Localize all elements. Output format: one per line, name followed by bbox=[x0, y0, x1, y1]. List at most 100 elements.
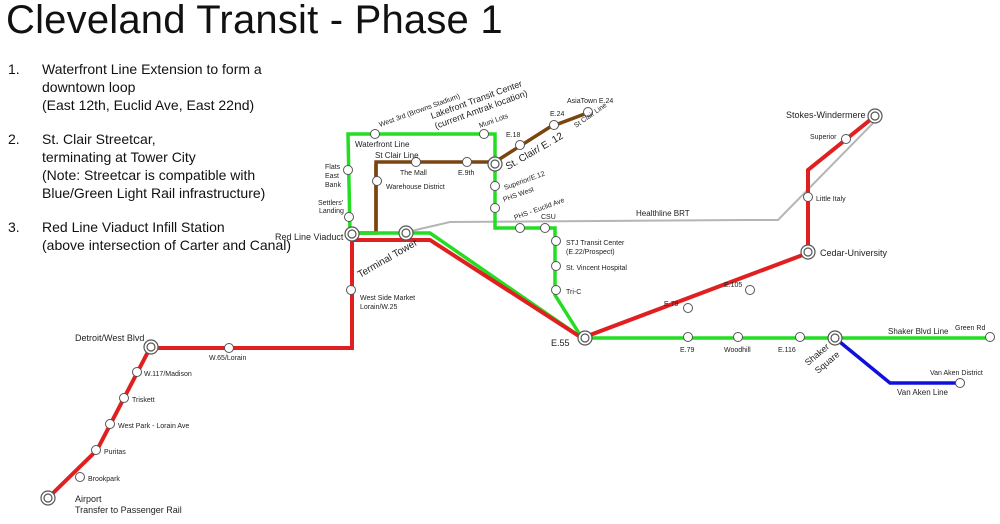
station-label: Airport bbox=[75, 494, 102, 504]
station-label: STJ Transit Center bbox=[566, 240, 625, 247]
station-label: Cedar-University bbox=[820, 248, 888, 258]
transfer-station bbox=[344, 226, 360, 242]
station-label: E.105 bbox=[724, 282, 742, 289]
station-label: Van Aken District bbox=[930, 370, 983, 377]
station-label: (E.22/Prospect) bbox=[566, 249, 615, 256]
note-number: 3. bbox=[8, 219, 20, 235]
station-label: Terminal Tower bbox=[356, 237, 420, 280]
station-label: Triskett bbox=[132, 397, 155, 404]
station-marker bbox=[490, 181, 500, 191]
blue-line-route bbox=[833, 336, 960, 385]
station-marker bbox=[346, 285, 356, 295]
healthline-route bbox=[406, 115, 881, 233]
note-item: 2. St. Clair Streetcar, terminating at T… bbox=[8, 130, 318, 202]
station-label: Green Rd bbox=[955, 325, 985, 332]
station-marker bbox=[119, 393, 129, 403]
station-label: Woodhill bbox=[724, 347, 751, 354]
transfer-station bbox=[398, 225, 414, 241]
station-label: Muni Lots bbox=[478, 113, 509, 130]
station-marker bbox=[372, 176, 382, 186]
station-label: E.18 bbox=[506, 132, 521, 139]
station-label: E.79 bbox=[680, 347, 695, 354]
station-label: CSU bbox=[541, 214, 556, 221]
station-label: W.65/Lorain bbox=[209, 355, 246, 362]
station-marker bbox=[955, 378, 965, 388]
station-label: Transfer to Passenger Rail bbox=[75, 505, 182, 515]
transfer-station bbox=[487, 156, 503, 172]
station-label: The Mall bbox=[400, 170, 427, 177]
note-number: 1. bbox=[8, 61, 20, 77]
station-label: Red Line Viaduct bbox=[275, 232, 344, 242]
station-label: Little Italy bbox=[816, 196, 846, 203]
station-label: Detroit/West Blvd bbox=[75, 333, 144, 343]
van-aken-line-label: Van Aken Line bbox=[897, 388, 949, 397]
note-text: Waterfront Line Extension to form a down… bbox=[42, 61, 262, 113]
station-marker bbox=[490, 203, 500, 213]
note-number: 2. bbox=[8, 131, 20, 147]
waterfront-line-label: Waterfront Line bbox=[355, 140, 410, 149]
station-label: Puritas bbox=[104, 449, 126, 456]
station-marker bbox=[841, 134, 851, 144]
station-marker bbox=[411, 157, 421, 167]
station-marker bbox=[683, 332, 693, 342]
station-marker bbox=[462, 157, 472, 167]
map-title: Cleveland Transit - Phase 1 bbox=[6, 0, 503, 42]
station-label: West Side Market bbox=[360, 295, 415, 302]
transfer-station bbox=[577, 330, 593, 346]
transfer-station bbox=[867, 108, 883, 124]
note-item: 3. Red Line Viaduct Infill Station (abov… bbox=[8, 218, 318, 254]
station-marker bbox=[540, 223, 550, 233]
station-marker bbox=[551, 236, 561, 246]
transfer-stations bbox=[40, 108, 883, 506]
notes-list: 1. Waterfront Line Extension to form a d… bbox=[8, 60, 318, 270]
station-marker bbox=[515, 140, 525, 150]
station-marker bbox=[370, 129, 380, 139]
healthline-label: Healthline BRT bbox=[636, 209, 690, 218]
station-label: Tri-C bbox=[566, 289, 581, 296]
station-markers bbox=[75, 107, 995, 482]
station-label: PHS - Euclid Ave bbox=[513, 197, 565, 222]
station-marker bbox=[795, 332, 805, 342]
station-marker bbox=[224, 343, 234, 353]
station-marker bbox=[344, 212, 354, 222]
station-label: Brookpark bbox=[88, 476, 120, 483]
station-marker bbox=[549, 120, 559, 130]
station-label: Warehouse District bbox=[386, 184, 445, 191]
station-marker bbox=[745, 285, 755, 295]
station-marker bbox=[75, 472, 85, 482]
note-item: 1. Waterfront Line Extension to form a d… bbox=[8, 60, 318, 114]
station-label: E.24 bbox=[550, 111, 565, 118]
station-label: Lorain/W.25 bbox=[360, 304, 397, 311]
station-label: E.79 bbox=[664, 301, 679, 308]
station-marker bbox=[105, 419, 115, 429]
station-marker bbox=[479, 129, 489, 139]
station-label: Bank bbox=[325, 182, 341, 189]
station-label: Stokes-Windermere bbox=[786, 110, 866, 120]
station-marker bbox=[132, 367, 142, 377]
station-marker bbox=[803, 192, 813, 202]
station-label: Superior bbox=[810, 134, 837, 141]
note-text: Red Line Viaduct Infill Station (above i… bbox=[42, 219, 292, 253]
transfer-station bbox=[827, 330, 843, 346]
transfer-station bbox=[40, 490, 56, 506]
station-label: Settlers' bbox=[318, 200, 343, 207]
station-marker bbox=[583, 107, 593, 117]
station-label: AsiaTown E.24 bbox=[567, 98, 613, 105]
station-marker bbox=[515, 223, 525, 233]
station-label: E.116 bbox=[778, 347, 796, 354]
station-label: East bbox=[325, 173, 339, 180]
transfer-station bbox=[143, 339, 159, 355]
station-marker bbox=[683, 303, 693, 313]
station-labels: Airport Transfer to Passenger Rail Brook… bbox=[75, 78, 985, 515]
station-label: E.9th bbox=[458, 170, 474, 177]
station-label: Landing bbox=[319, 208, 344, 215]
transfer-station bbox=[800, 244, 816, 260]
station-marker bbox=[551, 285, 561, 295]
shaker-blvd-line-label: Shaker Blvd Line bbox=[888, 327, 949, 336]
station-label: Flats bbox=[325, 164, 341, 171]
station-label: W.117/Madison bbox=[144, 371, 192, 378]
station-marker bbox=[985, 332, 995, 342]
stclair-line-label: St Clair Line bbox=[375, 151, 419, 160]
station-marker bbox=[91, 445, 101, 455]
